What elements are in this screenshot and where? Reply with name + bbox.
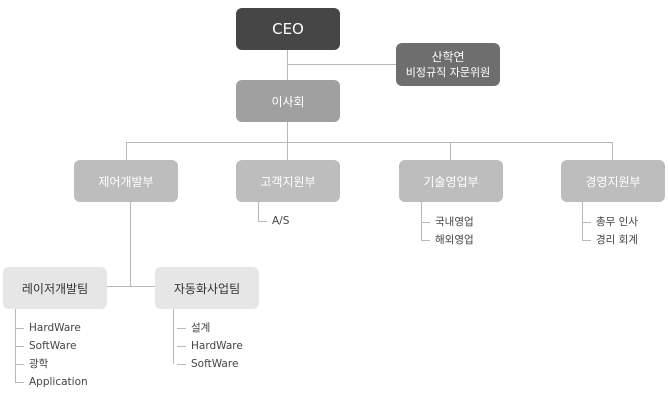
dept-control-dev: 제어개발부 [74, 160, 178, 202]
list-item: A/S [258, 212, 289, 230]
list-item: 국내영업 [421, 213, 474, 231]
sublist-line [15, 309, 16, 382]
dept-label: 제어개발부 [98, 174, 154, 189]
board-label: 이사회 [271, 94, 305, 109]
connector-dept-1 [126, 142, 127, 160]
team-label: 레이저개발팀 [21, 281, 89, 296]
laser-team-list: HardWare SoftWare 광학 Application [15, 319, 88, 391]
list-item: 총무 인사 [582, 213, 638, 231]
connector-dept-bus [126, 142, 613, 143]
dept-label: 기술영업부 [423, 174, 479, 189]
team-laser-dev: 레이저개발팀 [3, 267, 107, 309]
list-item: SoftWare [15, 337, 88, 355]
connector-advisory [287, 64, 396, 65]
sublist-line [582, 202, 583, 240]
team-automation: 자동화사업팀 [155, 267, 259, 309]
list-item: 광학 [15, 355, 88, 373]
ceo-box: CEO [236, 8, 340, 50]
list-item: SoftWare [177, 355, 243, 373]
dept-customer-support: 고객지원부 [236, 160, 340, 202]
connector-control-teams [130, 202, 131, 286]
team-label: 자동화사업팀 [173, 281, 241, 296]
sublist-line [258, 202, 259, 221]
dept-tech-sales: 기술영업부 [399, 160, 503, 202]
dept-label: 경영지원부 [585, 174, 641, 189]
connector-dept-2 [287, 142, 288, 160]
advisory-box: 산학연 비정규직 자문위원 [396, 43, 500, 86]
list-item: HardWare [177, 337, 243, 355]
list-item: HardWare [15, 319, 88, 337]
connector-dept-4 [612, 142, 613, 160]
dept-label: 고객지원부 [260, 174, 316, 189]
connector-dept-3 [450, 142, 451, 160]
customer-support-list: A/S [258, 212, 289, 230]
connector-team-bus [107, 286, 155, 287]
advisory-title: 산학연 [431, 49, 465, 64]
management-support-list: 총무 인사 경리 회계 [582, 213, 638, 249]
advisory-subtitle: 비정규직 자문위원 [405, 65, 491, 79]
connector-ceo-board [287, 50, 288, 80]
list-item: 해외영업 [421, 231, 474, 249]
list-item: 경리 회계 [582, 231, 638, 249]
sublist-line [173, 309, 174, 364]
list-item: Application [15, 373, 88, 391]
automation-team-list: 설계 HardWare SoftWare [177, 319, 243, 373]
tech-sales-list: 국내영업 해외영업 [421, 213, 474, 249]
dept-management-support: 경영지원부 [561, 160, 665, 202]
board-box: 이사회 [236, 80, 340, 122]
sublist-line [421, 202, 422, 240]
list-item: 설계 [177, 319, 243, 337]
ceo-label: CEO [272, 20, 304, 38]
connector-board-down [287, 122, 288, 142]
